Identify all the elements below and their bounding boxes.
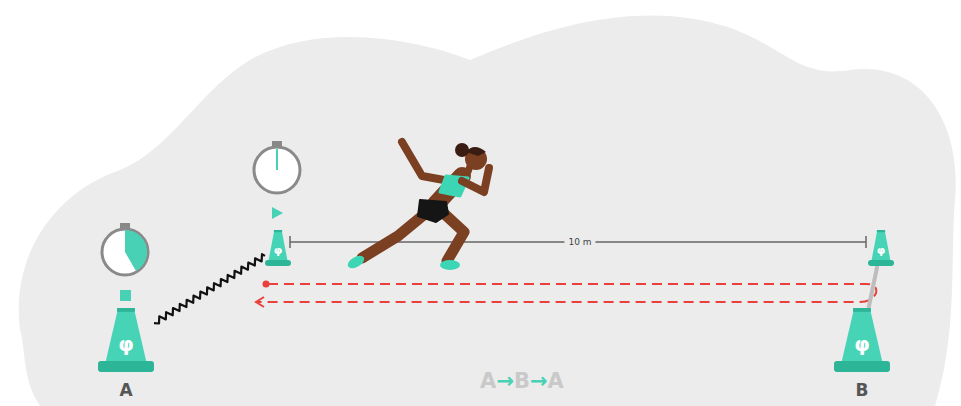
- cone-tip: [274, 230, 282, 232]
- stop-symbol: [120, 290, 131, 301]
- start-stopwatch: [254, 141, 300, 219]
- return-arrowhead: [256, 297, 264, 307]
- cone-logo: φ: [98, 334, 154, 354]
- runner: [346, 142, 489, 271]
- stopwatch-face: [102, 229, 148, 275]
- cone-label: A: [78, 382, 174, 399]
- runner-hair: [466, 147, 486, 156]
- cone-tip: [877, 230, 885, 232]
- sequence-label: A→B→A: [476, 370, 568, 393]
- runner-hair-bun: [455, 143, 469, 157]
- background-blob: [19, 16, 956, 406]
- cone-base: [265, 260, 291, 266]
- run-path: [256, 281, 876, 308]
- cone-label: B: [814, 382, 910, 399]
- stopwatch-hand: [276, 149, 278, 170]
- stopwatch-face: [254, 147, 300, 193]
- gate-cone: φ: [868, 230, 894, 266]
- cone-base: [834, 361, 890, 372]
- runner-shoe: [440, 260, 460, 270]
- run-path-line: [258, 284, 876, 302]
- gate-beam: [869, 266, 878, 308]
- cone-a: φA: [98, 308, 154, 372]
- cone-logo: φ: [834, 334, 890, 354]
- stop-stopwatch: [102, 223, 148, 301]
- start-cone: φ: [265, 230, 291, 266]
- cone-base: [98, 361, 154, 372]
- runner-shoe: [346, 253, 367, 271]
- cone-base: [868, 260, 894, 266]
- start-dot: [263, 281, 270, 288]
- play-symbol: [272, 207, 283, 219]
- dimension-tick: [289, 236, 291, 248]
- cone-tip: [853, 308, 871, 312]
- cone-logo: φ: [265, 245, 291, 256]
- elapsed-sector: [125, 230, 147, 271]
- dimension-label: 10 m: [564, 237, 595, 248]
- cone-b: φB: [834, 308, 890, 372]
- dimension-tick: [865, 236, 867, 248]
- timing-gate-beam: [154, 254, 265, 323]
- runner-arm: [462, 168, 489, 192]
- cone-tip: [117, 308, 135, 312]
- cone-logo: φ: [868, 245, 894, 256]
- runner-shorts: [418, 200, 448, 222]
